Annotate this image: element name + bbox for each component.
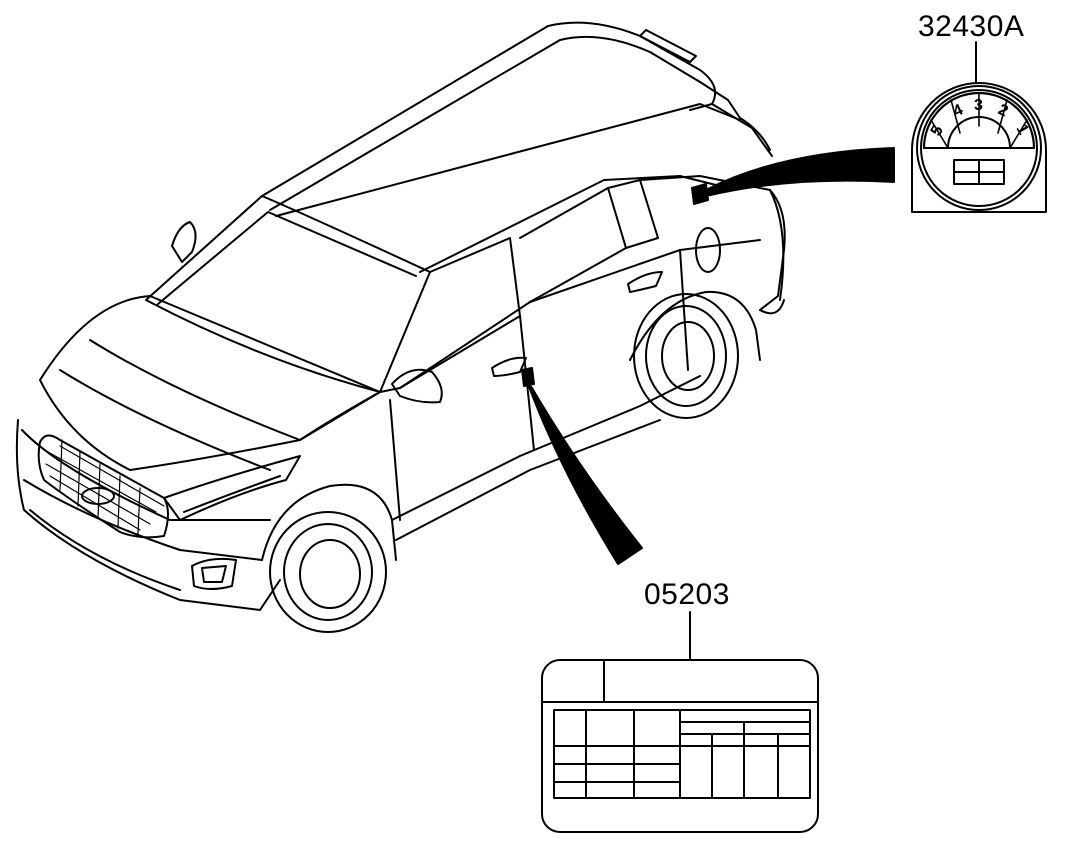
dial-number-4: 4 bbox=[951, 101, 966, 120]
dial-number-3: 3 bbox=[974, 97, 983, 114]
fuel-cap-label-location bbox=[691, 183, 709, 205]
door-label-location bbox=[521, 367, 535, 387]
dial-number-2: 2 bbox=[995, 101, 1010, 120]
vehicle-outline bbox=[15, 21, 786, 633]
door-label-drawing bbox=[541, 611, 819, 833]
fuel-cap-label-drawing: 5 4 3 2 1 bbox=[911, 41, 1047, 213]
part-number-fuel-cap-label: 32430A bbox=[918, 10, 1025, 43]
dial-number-1: 1 bbox=[1013, 122, 1032, 138]
part-number-tire-pressure-label: 05203 bbox=[644, 578, 730, 611]
door-label-leader bbox=[527, 383, 643, 565]
dial-number-5: 5 bbox=[928, 123, 947, 139]
fuel-cap-leader bbox=[705, 147, 895, 197]
